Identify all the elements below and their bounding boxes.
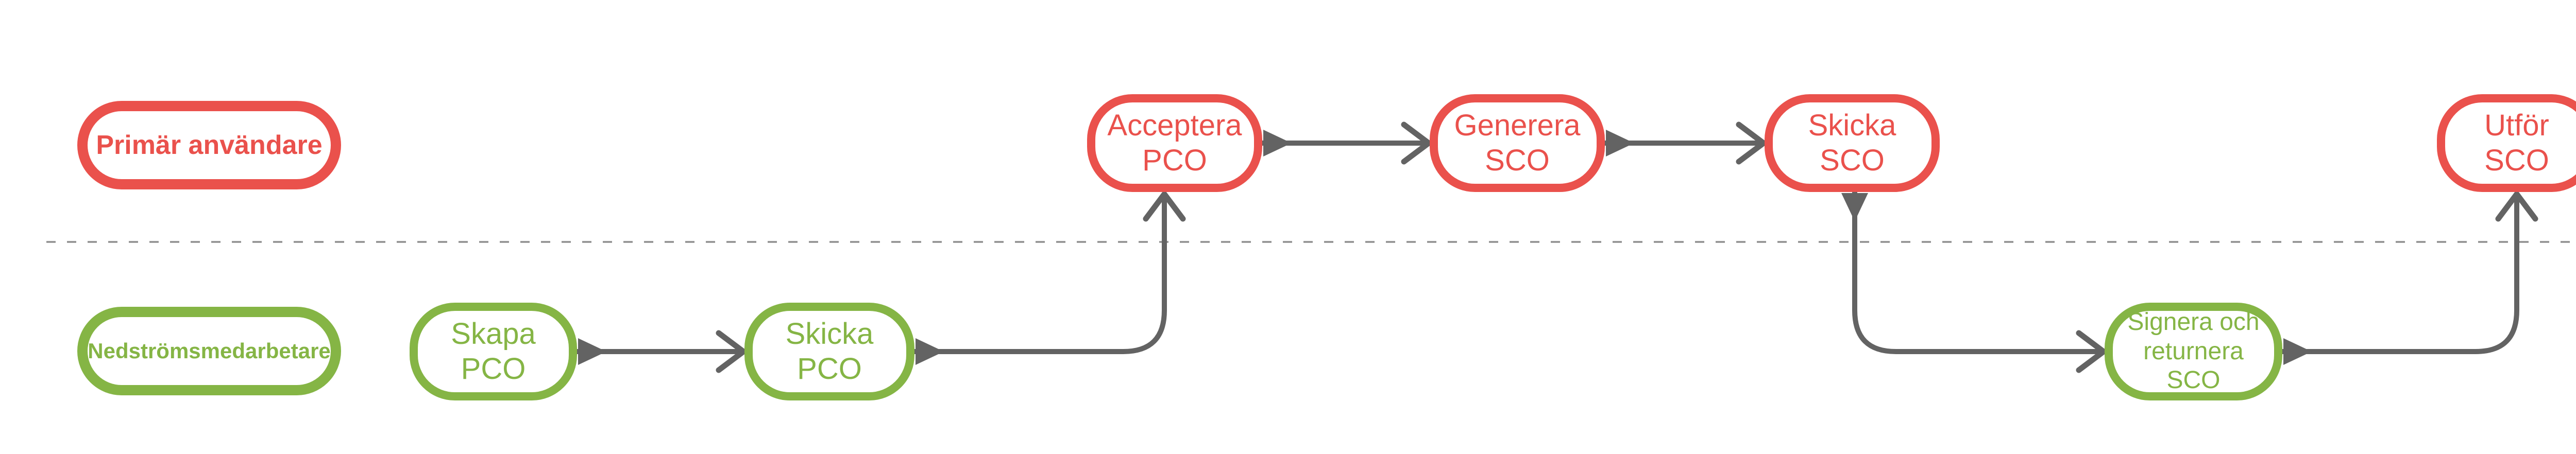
edge-arrowhead-chevron [1143, 191, 1186, 222]
lane-label-primary: Primär användare [77, 101, 341, 189]
edge-arrowhead-chevron [1736, 121, 1767, 165]
node-label: Signera och returnera SCO [2127, 308, 2260, 394]
edge-arrowhead-chevron [716, 330, 747, 373]
edge-signera-to-utfor [2282, 194, 2519, 354]
edge-skicka-pco-to-acceptera [914, 194, 1167, 354]
edge-tail-triangle [578, 338, 606, 365]
node-label: Skapa PCO [451, 317, 536, 386]
edge-arrowhead-chevron [1401, 121, 1432, 165]
edge-tail-triangle [1606, 130, 1634, 156]
edge-tail-triangle [1263, 130, 1292, 156]
edge-arrowhead-chevron [2495, 191, 2538, 222]
node-skapa-pco: Skapa PCO [410, 303, 577, 400]
node-label: Generera SCO [1454, 108, 1581, 177]
node-label: Utför SCO [2484, 108, 2549, 177]
node-label: Skicka SCO [1808, 108, 1896, 177]
node-skicka-pco: Skicka PCO [744, 303, 914, 400]
node-signera-returnera-sco: Signera och returnera SCO [2105, 303, 2282, 400]
edge-arrowhead-chevron [2076, 330, 2107, 373]
node-utfor-sco: Utför SCO [2437, 94, 2576, 192]
edge-skicka-sco-to-signera [1852, 192, 2104, 354]
lane-label-text: Nedströmsmedarbetare [88, 339, 331, 363]
edge-tail-triangle [916, 338, 944, 365]
edge-tail-triangle [1841, 193, 1868, 221]
node-skicka-sco: Skicka SCO [1765, 94, 1940, 192]
lane-label-text: Primär användare [96, 130, 323, 160]
node-label: Acceptera PCO [1107, 108, 1242, 177]
node-generera-sco: Generera SCO [1430, 94, 1605, 192]
node-label: Skicka PCO [785, 317, 874, 386]
lane-label-downstream: Nedströmsmedarbetare [77, 307, 341, 395]
node-acceptera-pco: Acceptera PCO [1087, 94, 1262, 192]
edge-tail-triangle [2283, 338, 2312, 365]
